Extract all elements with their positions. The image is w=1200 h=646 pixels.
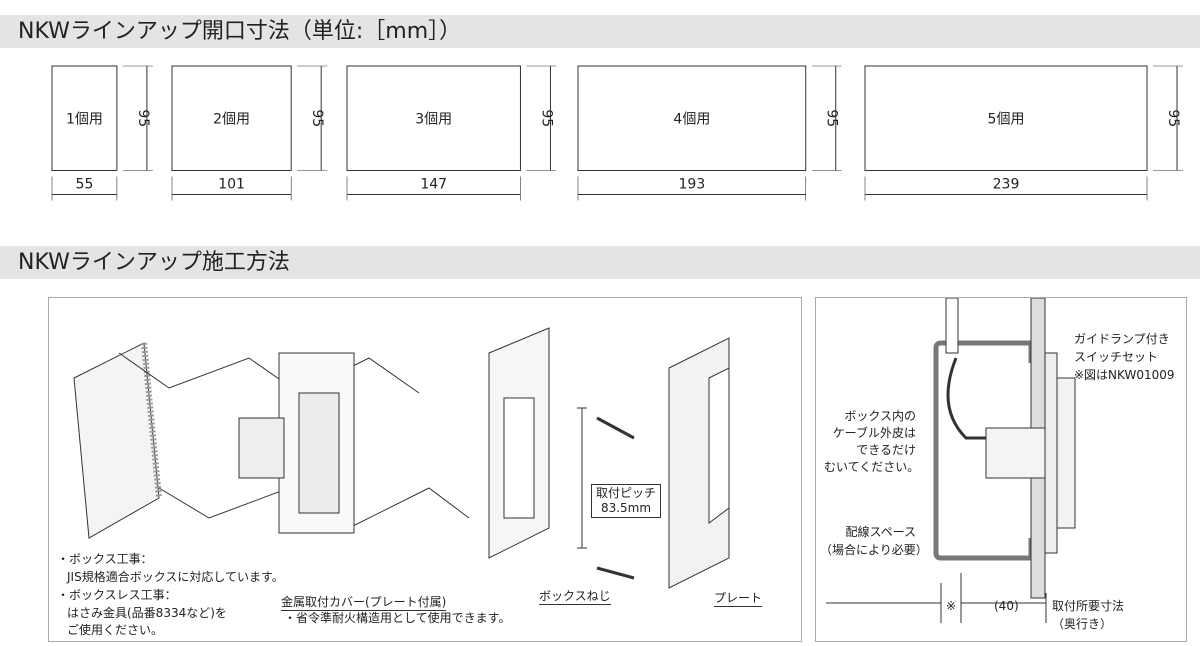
width-value: 101 [218,177,245,193]
wiring-space-2: （場合により必要） [820,543,928,557]
pitch-value: 83.5mm [600,501,652,515]
width-value: 239 [993,177,1020,193]
width-value: 147 [420,177,447,193]
wiring-space-1: 配線スペース [845,525,916,539]
note-box-title: ・ボックス工事： [57,552,153,566]
plate-label: プレート [714,591,763,607]
pitch-label: 取付ピッチ [596,486,657,500]
section-title-dimensions: NKWラインアップ開口寸法（単位:［mm］） [0,15,1200,48]
section-view-drawing [826,298,1076,623]
required-dimension-1: 取付所要寸法 [1052,599,1125,613]
cable-note-3: できるだけ [856,443,916,457]
note-box-body: JIS規格適合ボックスに対応しています。 [67,570,284,584]
cable-note-4: むいてください。 [824,460,920,474]
box-label: 5個用 [988,111,1025,127]
box-label: 3個用 [415,111,452,127]
opening-box [51,65,118,171]
cover-label: 金属取付カバー(プレート付属) [281,595,447,611]
depth-value: (40) [994,599,1019,613]
cable-note-1: ボックス内の [844,409,916,423]
note-boxless-body-1: はさみ金具(品番8334など)を [67,606,227,620]
height-value: 95 [1165,109,1181,127]
height-value: 95 [135,109,151,127]
switch-set-line2: スイッチセット [1074,350,1159,364]
note-boxless-title: ・ボックスレス工事： [57,588,177,602]
opening-box [171,65,292,171]
height-value: 95 [309,109,325,127]
box-label: 2個用 [213,111,250,127]
width-value: 55 [76,177,94,193]
opening-box [864,65,1148,171]
opening-box [577,65,807,171]
cover-note: ・省令準耐火構造用として使用できます。 [284,611,511,625]
box-label: 1個用 [66,111,103,127]
note-boxless-body-2: ご使用ください。 [67,623,164,637]
exploded-assembly-drawing [73,327,730,589]
switch-set-model: ※図はNKW01009 [1074,368,1175,382]
cable-note-2: ケーブル外皮は [832,426,916,440]
section-title-installation: NKWラインアップ施工方法 [0,246,1200,279]
switch-set-line1: ガイドランプ付き [1074,332,1170,346]
screw-label: ボックスねじ [539,589,611,605]
section-view-panel: ガイドランプ付き スイッチセット ※図はNKW01009 ボックス内の ケーブル… [815,297,1187,642]
wiring-space-mark: ※ [946,599,957,613]
height-value: 95 [824,109,840,127]
dimension-diagram: 1個用 95 55 2個用 95 101 3個用 95 147 4個用 95 193 5個用 95 239 [51,65,1184,201]
height-value: 95 [538,109,554,127]
opening-box [346,65,521,171]
width-value: 193 [679,177,706,193]
required-dimension-2: （奥行き） [1052,617,1113,631]
box-label: 4個用 [673,111,710,127]
